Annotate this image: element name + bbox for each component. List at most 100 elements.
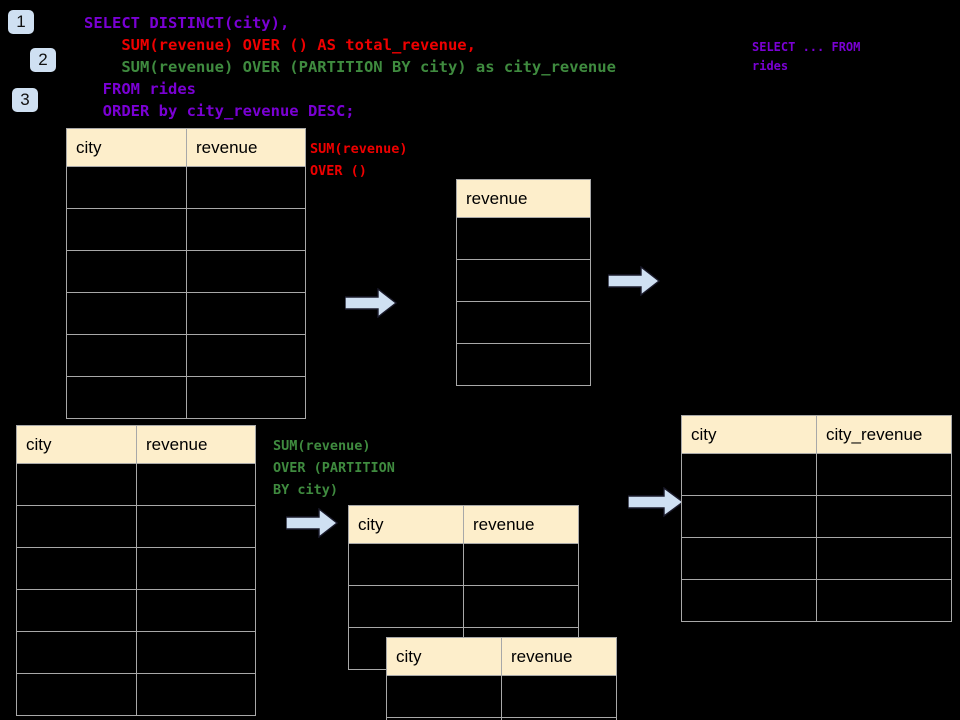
- column-header-city: city: [16, 425, 137, 464]
- table-final-result: city city_revenue: [681, 415, 952, 622]
- table-row: [66, 250, 306, 293]
- annotation-total-revenue: SUM(revenue) OVER (): [310, 141, 408, 179]
- cell-city: [66, 376, 187, 419]
- cell-city: [681, 453, 817, 496]
- cell-revenue: [456, 301, 591, 344]
- table-row: [681, 495, 952, 538]
- table-header-row: city revenue: [348, 505, 579, 544]
- table-partition-group-front: city revenue: [386, 637, 617, 720]
- table-rides-source-top: city revenue: [66, 128, 306, 419]
- cell-revenue: [501, 717, 617, 720]
- cell-city: [16, 631, 137, 674]
- cell-city: [66, 166, 187, 209]
- table-row: [386, 675, 617, 718]
- arrow-source-to-total: [345, 288, 397, 318]
- sql-line-city-revenue: SUM(revenue) OVER (PARTITION BY city) as…: [84, 58, 616, 76]
- cell-city: [66, 208, 187, 251]
- table-row: [16, 631, 256, 674]
- column-header-city: city: [386, 637, 502, 676]
- cell-revenue: [136, 673, 256, 716]
- table-header-row: city revenue: [66, 128, 306, 167]
- cell-city: [16, 463, 137, 506]
- column-header-revenue: revenue: [463, 505, 579, 544]
- table-row: [348, 585, 579, 628]
- table-row: [681, 537, 952, 580]
- column-header-revenue: revenue: [186, 128, 306, 167]
- table-row: [66, 208, 306, 251]
- cell-revenue: [186, 292, 306, 335]
- table-rides-source-bottom: city revenue: [16, 425, 256, 716]
- cell-revenue: [463, 585, 579, 628]
- table-row: [386, 717, 617, 720]
- table-header-row: city revenue: [386, 637, 617, 676]
- table-row: [16, 547, 256, 590]
- cell-city: [348, 585, 464, 628]
- cell-revenue: [456, 259, 591, 302]
- cell-revenue: [136, 547, 256, 590]
- column-header-city-revenue: city_revenue: [816, 415, 952, 454]
- cell-city: [16, 547, 137, 590]
- cell-city: [66, 292, 187, 335]
- table-row: [16, 589, 256, 632]
- cell-revenue: [463, 543, 579, 586]
- sql-line-order-by: ORDER by city_revenue DESC;: [84, 102, 355, 120]
- cell-city: [348, 543, 464, 586]
- cell-city: [386, 675, 502, 718]
- table-row: [456, 217, 591, 260]
- cell-city: [16, 589, 137, 632]
- arrow-source-to-partition: [286, 508, 338, 538]
- column-header-city: city: [66, 128, 187, 167]
- table-row: [348, 543, 579, 586]
- table-row: [16, 505, 256, 548]
- cell-revenue: [456, 217, 591, 260]
- sql-side-note: SELECT ... FROM rides: [752, 40, 861, 73]
- column-header-revenue: revenue: [136, 425, 256, 464]
- column-header-revenue: revenue: [501, 637, 617, 676]
- column-header-revenue: revenue: [456, 179, 591, 218]
- table-row: [456, 259, 591, 302]
- table-row: [66, 334, 306, 377]
- arrow-partition-to-final: [628, 487, 684, 517]
- step-badge-3: 3: [12, 88, 38, 112]
- sql-line-select: SELECT DISTINCT(city),: [84, 14, 290, 32]
- table-row: [16, 673, 256, 716]
- table-row: [456, 343, 591, 386]
- table-row: [66, 292, 306, 335]
- step-badge-1: 1: [8, 10, 34, 34]
- annotation-city-revenue: SUM(revenue) OVER (PARTITION BY city): [273, 438, 395, 498]
- cell-revenue: [501, 675, 617, 718]
- cell-city-revenue: [816, 495, 952, 538]
- cell-city: [681, 537, 817, 580]
- sql-line-total-revenue: SUM(revenue) OVER () AS total_revenue,: [84, 36, 476, 54]
- sql-line-from: FROM rides: [84, 80, 196, 98]
- cell-city-revenue: [816, 537, 952, 580]
- cell-city: [681, 495, 817, 538]
- cell-revenue: [136, 631, 256, 674]
- table-row: [681, 453, 952, 496]
- cell-revenue: [136, 463, 256, 506]
- cell-city: [681, 579, 817, 622]
- cell-revenue: [456, 343, 591, 386]
- table-header-row: revenue: [456, 179, 591, 218]
- cell-city-revenue: [816, 579, 952, 622]
- cell-city: [66, 334, 187, 377]
- cell-city: [16, 673, 137, 716]
- cell-revenue: [186, 334, 306, 377]
- cell-revenue: [186, 208, 306, 251]
- table-row: [16, 463, 256, 506]
- cell-revenue: [136, 589, 256, 632]
- table-total-revenue-result: revenue: [456, 179, 591, 386]
- table-header-row: city city_revenue: [681, 415, 952, 454]
- arrow-total-to-final: [608, 266, 660, 296]
- column-header-city: city: [681, 415, 817, 454]
- table-row: [66, 166, 306, 209]
- cell-revenue: [186, 376, 306, 419]
- table-row: [66, 376, 306, 419]
- cell-revenue: [186, 166, 306, 209]
- table-row: [681, 579, 952, 622]
- cell-city: [66, 250, 187, 293]
- table-header-row: city revenue: [16, 425, 256, 464]
- cell-revenue: [136, 505, 256, 548]
- cell-city-revenue: [816, 453, 952, 496]
